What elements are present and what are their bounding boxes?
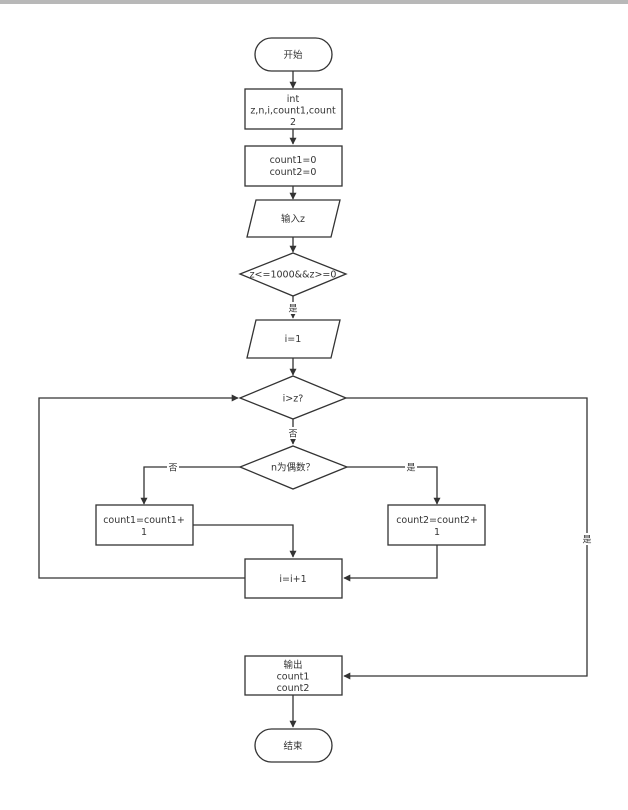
declare-text-line1: int <box>287 94 300 105</box>
output-line1: 输出 <box>283 659 302 671</box>
inc-count2-line2: 1 <box>434 527 440 538</box>
start-terminal <box>254 37 333 72</box>
range-check-text: z<=1000&&z>=0 <box>250 270 337 281</box>
init-counts-line2: count2=0 <box>270 167 317 178</box>
start-text: 开始 <box>283 49 303 61</box>
declare-text-line2: z,n,i,count1,count <box>250 106 336 117</box>
is-even-diamond <box>238 445 349 490</box>
inc-count1-line1: count1=count1+ <box>103 515 185 526</box>
output-line3: count2 <box>277 683 310 694</box>
edge-inci-loop <box>38 394 245 579</box>
label-loop-yes: 是 <box>582 535 591 546</box>
init-counts-line1: count1=0 <box>270 155 317 166</box>
top-bar <box>0 0 628 4</box>
end-text: 结束 <box>283 740 303 752</box>
inc-count1-box <box>95 504 194 546</box>
nodes: 开始 int z,n,i,count1,count 2 count1=0 cou… <box>95 37 486 763</box>
loop-cond-diamond <box>238 375 348 420</box>
label-even-no: 否 <box>168 463 177 474</box>
label-loop-no: 否 <box>288 429 297 440</box>
inc-i-box <box>244 558 343 599</box>
set-i-text: i=1 <box>285 334 302 345</box>
is-even-text: n为偶数？ <box>271 462 315 474</box>
label-even-yes: 是 <box>406 463 415 474</box>
declare-text-line3: 2 <box>290 117 296 128</box>
inc-count2-box <box>387 504 486 546</box>
edge-labels: 是 否 否 是 是 <box>167 302 593 546</box>
loop-cond-text: i>z? <box>283 394 304 405</box>
set-i-parallelogram <box>246 319 341 359</box>
output-box <box>244 655 343 696</box>
edge-count2-inci <box>343 545 438 582</box>
declare-box <box>244 88 343 130</box>
inc-count2-line1: count2=count2+ <box>396 515 478 526</box>
edge-even-count2 <box>347 466 441 505</box>
inc-count1-line2: 1 <box>141 527 147 538</box>
end-terminal <box>254 728 333 763</box>
edge-even-count1 <box>140 466 240 505</box>
range-check-diamond <box>238 252 348 297</box>
init-counts-box <box>244 145 343 187</box>
input-z-text: 输入z <box>281 213 305 225</box>
label-range-yes: 是 <box>288 304 297 315</box>
edge-count1-inci <box>193 524 297 558</box>
inc-i-text: i=i+1 <box>279 574 306 585</box>
output-line2: count1 <box>277 672 310 683</box>
input-z-parallelogram <box>246 199 341 238</box>
